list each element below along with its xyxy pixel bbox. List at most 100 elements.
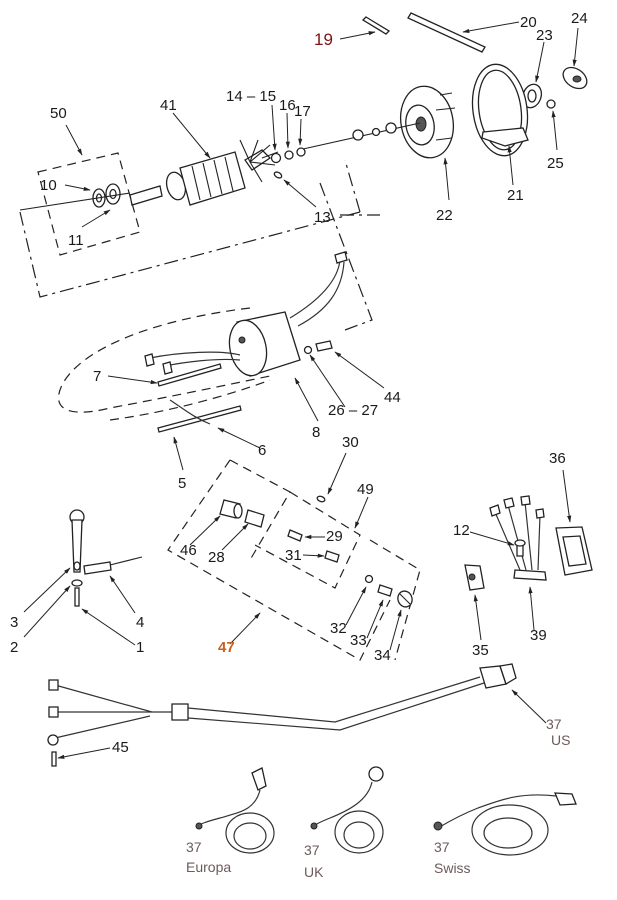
callout-26-27: 26 – 27: [328, 402, 378, 419]
cord-37-us: [47, 663, 517, 746]
part-20-long-strip: [407, 12, 486, 53]
callout-41: 41: [160, 97, 177, 114]
callout-37-europa-number: 37: [186, 839, 202, 855]
leader-5: [173, 436, 184, 471]
leader-17: [298, 118, 303, 146]
cord-37-uk: [310, 766, 384, 854]
callout-20: 20: [520, 14, 537, 31]
callout-35: 35: [472, 642, 489, 659]
part-24-bearing-cap: [562, 66, 588, 90]
part-7-rod: [157, 363, 222, 387]
bearing-axis-line: [19, 192, 131, 211]
callout-14-15: 14 – 15: [226, 88, 276, 105]
leader-16: [285, 112, 290, 149]
callout-49: 49: [357, 481, 374, 498]
part-21-bracket-ring: [471, 63, 529, 157]
cord-37-europa: [195, 767, 275, 854]
callout-1: 1: [136, 639, 144, 656]
part-35-switch: [464, 564, 485, 591]
callout-24: 24: [571, 10, 588, 27]
leader-28: [221, 523, 249, 551]
callout-37-uk-number: 37: [304, 842, 320, 858]
callout-32: 32: [330, 620, 347, 637]
callout-13: 13: [314, 209, 331, 226]
housing-outline-dashed-lower: [109, 379, 271, 421]
kit-49-boundary: [254, 491, 361, 589]
callout-6: 6: [258, 442, 266, 459]
leader-34: [389, 609, 402, 651]
leader-6: [217, 427, 261, 449]
leader-2: [23, 585, 71, 638]
leader-44: [334, 351, 385, 389]
callout-37-swiss-region: Swiss: [434, 860, 471, 876]
part-39-terminal-block: [489, 495, 547, 581]
callout-3: 3: [10, 614, 18, 631]
leader-4: [109, 575, 136, 614]
leader-50: [65, 124, 83, 156]
kit-50-boundary: [37, 152, 141, 256]
leader-32: [345, 586, 367, 626]
callout-39: 39: [530, 627, 547, 644]
callout-22: 22: [436, 207, 453, 224]
parts-14-17-washers: [270, 147, 306, 164]
leader-25: [551, 110, 558, 151]
part-1-screw: [74, 587, 80, 607]
leader-10: [64, 184, 91, 191]
part-12-screw: [514, 539, 526, 557]
fan-washer-parts: [352, 122, 397, 141]
callout-37-us-number: 37: [546, 716, 562, 732]
leader-30: [327, 452, 347, 495]
part-2-washer: [71, 579, 83, 587]
kit-47-boundary-right: [369, 539, 421, 661]
part-6-wire: [169, 399, 211, 425]
part-34-screw: [397, 590, 413, 608]
callout-8: 8: [312, 424, 320, 441]
callout-37-swiss-number: 37: [434, 839, 450, 855]
leader-35: [473, 594, 482, 641]
leader-21: [507, 145, 514, 186]
leader-31: [302, 553, 325, 558]
leader-22: [443, 157, 450, 201]
part-32-ball: [364, 574, 374, 584]
part-28-nut: [244, 509, 265, 528]
leader-3: [23, 567, 71, 613]
part-4-spring: [83, 556, 143, 575]
leader-37-us: [511, 689, 547, 724]
callout-23: 23: [536, 27, 553, 44]
callout-47: 47: [218, 639, 235, 656]
callout-50: 50: [50, 105, 67, 122]
part-29-key: [287, 529, 303, 542]
callout-11: 11: [68, 232, 84, 249]
cord-37-swiss: [433, 792, 577, 856]
callout-4: 4: [136, 614, 144, 631]
leader-13: [283, 179, 317, 208]
part-30-pin: [316, 495, 326, 503]
leader-33: [366, 599, 384, 639]
leader-7: [107, 375, 158, 385]
callout-33: 33: [350, 632, 367, 649]
part-45-screw: [51, 751, 57, 767]
callout-44: 44: [384, 389, 401, 406]
callout-21: 21: [507, 187, 524, 204]
part-25-nut: [546, 99, 556, 109]
part-3-lever: [69, 509, 85, 573]
callout-31: 31: [285, 547, 302, 564]
field-frame: [319, 182, 373, 331]
part-13-key: [273, 171, 283, 179]
callout-2: 2: [10, 639, 18, 656]
callout-37-uk-region: UK: [304, 864, 324, 880]
part-46-bushing: [219, 499, 243, 519]
part-41-armature: [129, 139, 279, 206]
leader-11: [81, 209, 111, 228]
leader-26-27: [309, 354, 346, 408]
callout-34: 34: [374, 647, 391, 664]
armature-frame: [19, 159, 361, 298]
callout-10: 10: [40, 177, 57, 194]
callout-29: 29: [326, 528, 343, 545]
part-19-brush-strip: [361, 16, 391, 35]
part-36-switch-housing: [555, 526, 593, 576]
callout-7: 7: [93, 368, 101, 385]
callout-37-us-region: US: [551, 732, 570, 748]
leader-20: [462, 21, 520, 33]
